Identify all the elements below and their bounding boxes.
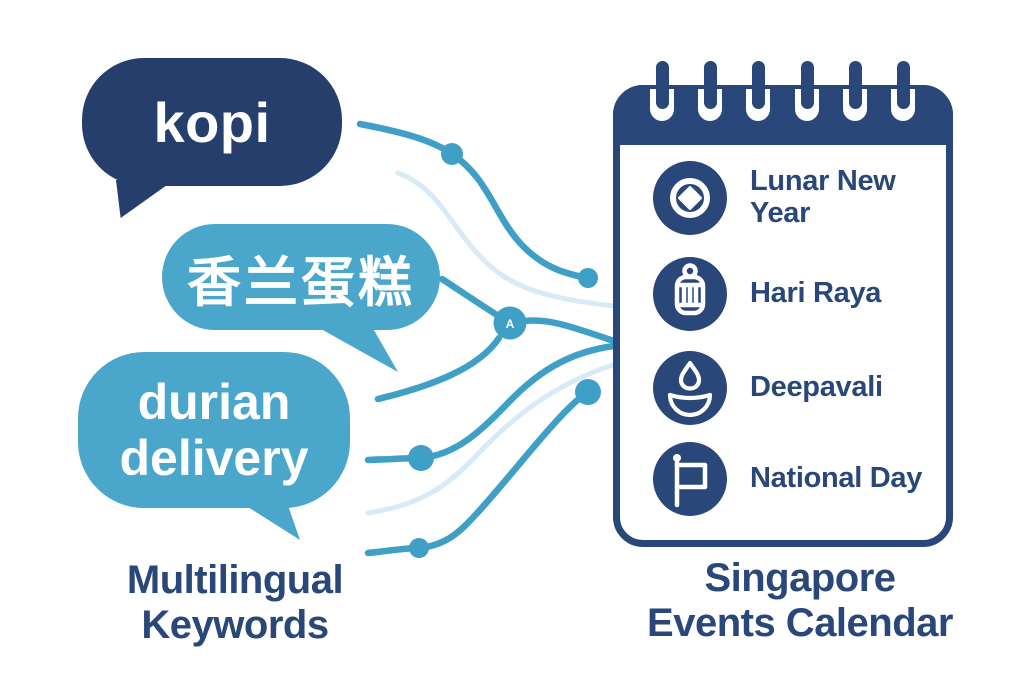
keyword-bubble-pandan-cake: 香兰蛋糕 <box>162 224 440 330</box>
keyword-line: durian <box>137 374 291 430</box>
event-label: National Day <box>750 462 923 495</box>
keyword-text: durian delivery <box>119 374 308 486</box>
keyword-text: kopi <box>153 90 271 154</box>
lantern-icon <box>674 263 706 316</box>
calendar-binding-rings <box>613 61 953 131</box>
binder-ring <box>891 61 915 123</box>
event-row: Deepavali <box>653 349 955 427</box>
keyword-line: delivery <box>119 430 309 486</box>
caption-multilingual-keywords: Multilingual Keywords <box>40 558 430 648</box>
binder-ring <box>698 61 722 123</box>
event-row: National Day <box>653 440 955 518</box>
ring-stem <box>800 61 814 109</box>
event-badge <box>653 257 727 331</box>
flow-line-pale-top <box>395 170 617 309</box>
caption-singapore-events-calendar: Singapore Events Calendar <box>585 556 1015 646</box>
binder-ring <box>843 61 867 123</box>
event-row: Hari Raya <box>653 255 955 333</box>
ring-stem <box>896 61 910 109</box>
flow-line-node-to-durian <box>374 334 503 403</box>
diya-icon <box>667 360 713 418</box>
event-row: Lunar New Year <box>653 159 955 237</box>
event-badge <box>653 161 727 235</box>
flow-line-durian-lower <box>364 388 592 557</box>
flow-end-dot <box>575 379 601 405</box>
node-a-label: A <box>506 317 515 331</box>
flow-end-dot <box>578 268 598 288</box>
event-label: Lunar New Year <box>750 165 896 229</box>
keyword-bubble-durian-delivery: durian delivery <box>78 352 350 508</box>
ring-stem <box>655 61 669 109</box>
flow-line-durian-upper <box>364 342 618 464</box>
coin-icon <box>670 178 710 218</box>
caption-line: Events Calendar <box>647 600 953 645</box>
event-badge <box>653 351 727 425</box>
flag-icon <box>673 454 708 508</box>
keyword-bubble-kopi: kopi <box>82 58 342 186</box>
ring-stem <box>703 61 717 109</box>
flow-line-pale-bottom <box>365 361 619 516</box>
event-label: Deepavali <box>750 371 883 404</box>
flow-dot <box>409 538 429 558</box>
flow-line-node-to-calendar <box>521 317 618 345</box>
binder-ring <box>795 61 819 123</box>
ring-stem <box>751 61 765 109</box>
event-label: Hari Raya <box>750 277 882 310</box>
event-badge <box>653 442 727 516</box>
flow-dot <box>408 445 434 471</box>
ring-stem <box>848 61 862 109</box>
caption-line: Keywords <box>141 602 329 647</box>
keyword-text: 香兰蛋糕 <box>187 252 415 313</box>
flow-dot <box>441 143 463 165</box>
events-calendar: Lunar New Year Hari Raya <box>613 61 955 547</box>
flow-line-pandan-to-node <box>438 275 501 319</box>
binder-ring <box>650 61 674 123</box>
caption-line: Singapore <box>704 556 896 600</box>
binder-ring <box>746 61 770 123</box>
flow-line-kopi <box>356 120 592 282</box>
caption-line: Multilingual <box>126 558 344 602</box>
node-a-circle <box>493 306 527 340</box>
